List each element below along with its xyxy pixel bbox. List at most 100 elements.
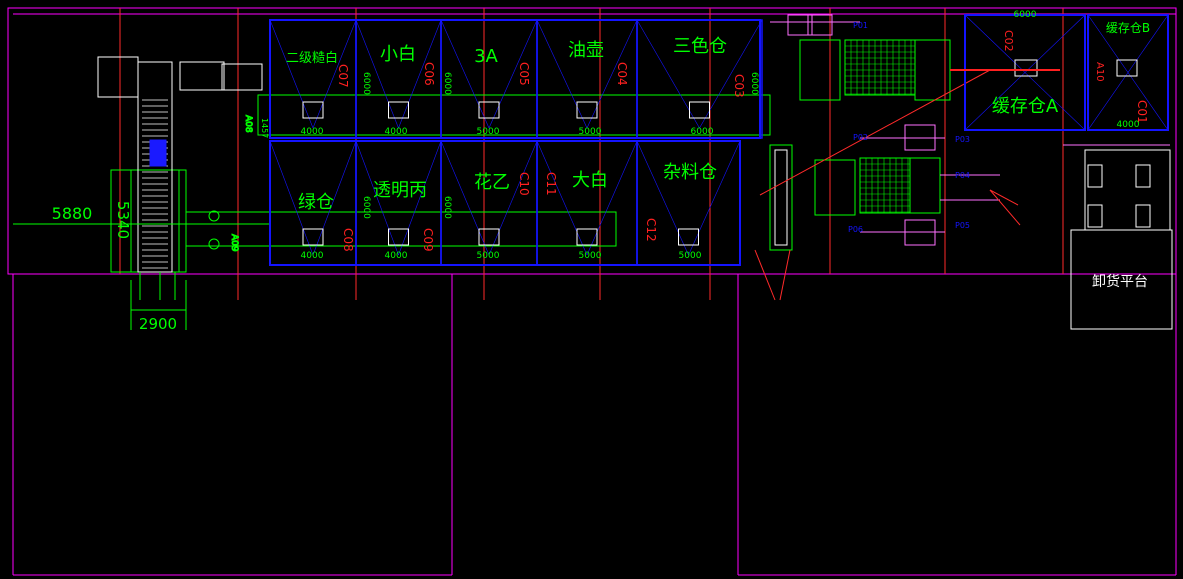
bin-compartment <box>636 140 741 266</box>
bin-outlet <box>478 101 500 119</box>
bin-width-c08: 4000 <box>301 251 324 261</box>
bin-width-c05: 5000 <box>477 127 500 137</box>
elevator-tag-box <box>149 139 167 167</box>
bin-code-c05: C05 <box>517 62 531 86</box>
buffer-b <box>1087 14 1169 131</box>
elevator-gearbox <box>221 63 263 91</box>
bin-name-c09: 透明丙 <box>373 180 427 201</box>
bin-code-c09: C09 <box>421 228 435 252</box>
elevator-body <box>137 61 173 273</box>
equipment-tags: P01 P02 P03 P04 P05 P06 <box>848 21 970 234</box>
bin-slope <box>398 140 442 256</box>
bin-width-c06: 4000 <box>385 127 408 137</box>
elevator-motor <box>179 61 225 91</box>
bin-slope <box>488 140 538 256</box>
conveyor-drive <box>208 238 220 250</box>
machine-top-grid <box>844 39 915 95</box>
transfer-body <box>769 144 793 251</box>
feeder-tag: A08 <box>243 115 253 133</box>
bin-name-c04: 油壶 <box>568 40 604 61</box>
bin-slope <box>269 140 314 256</box>
machine-top <box>770 14 951 101</box>
row-spacing: 1457 <box>260 118 269 138</box>
discharge-diag <box>759 69 991 196</box>
transfer-leg <box>779 249 791 301</box>
bin-slope <box>688 140 741 256</box>
bin-outlet <box>388 228 409 246</box>
buffer-diag <box>964 14 1086 131</box>
dim-hopper-width: 2900 <box>139 315 177 333</box>
bin-name-c05: 3A <box>474 46 498 67</box>
bottom-feed-conveyor <box>185 211 617 247</box>
equipment-tag: P04 <box>955 171 970 180</box>
bin-code-c03: C03 <box>732 74 746 98</box>
buffer-a-outlet <box>1014 59 1038 77</box>
buffer-b-code: C01 <box>1135 100 1149 124</box>
bin-name-c06: 小白 <box>380 44 416 65</box>
machine-bottom <box>759 69 1021 246</box>
bin-width-c07: 4000 <box>301 127 324 137</box>
top-feed-conveyor <box>257 94 771 136</box>
unload-column <box>1135 164 1151 188</box>
buffer-b-tag: A10 <box>1094 62 1105 82</box>
buffer-diag <box>1087 14 1169 131</box>
left-hopper-unit: 2900 5340 <box>97 56 263 333</box>
transfer-inner <box>774 149 788 246</box>
bin-width-c09: 4000 <box>385 251 408 261</box>
bin-slope <box>440 140 490 256</box>
bin-name-c03: 三色仓 <box>673 36 727 57</box>
unload-platform-box <box>1070 229 1173 330</box>
bin-width-c03: 6000 <box>691 127 714 137</box>
bin-labels-bottom: 绿仓 透明丙 花乙 大白 杂料仓 C08 C09 C10 C11 C12 400… <box>298 162 717 261</box>
feed-conveyors: A09 A08 <box>185 94 771 252</box>
buffer-a-code: C02 <box>1002 30 1015 52</box>
machine-frame <box>799 39 841 101</box>
bin-code-c04: C04 <box>615 62 629 86</box>
machine-screen <box>859 157 911 214</box>
unload-column <box>1087 204 1103 228</box>
unload-platform-label: 卸货平台 <box>1092 273 1148 290</box>
bin-slope <box>586 19 638 129</box>
equipment-tag: P03 <box>955 135 970 144</box>
bin-outlet <box>689 101 710 119</box>
bin-outlet <box>678 228 699 246</box>
dim-5880: 5880 <box>13 204 270 225</box>
frame-outer <box>7 7 1177 275</box>
machine-screen <box>844 39 916 96</box>
transfer-conveyor <box>754 144 793 301</box>
buffer-a-name: 缓存仓A <box>992 96 1059 117</box>
bin-slope <box>355 19 399 129</box>
bin-compartment <box>636 19 763 139</box>
bin-depth-c06: 6000 <box>361 72 371 95</box>
unload-area: 卸货平台 <box>1063 144 1173 330</box>
bins-top-row <box>269 19 763 139</box>
elevator-head <box>97 56 139 98</box>
bin-outlet <box>302 228 324 246</box>
buffer-b-name: 缓存仓B <box>1106 21 1150 35</box>
bins-bottom-row <box>269 140 741 266</box>
bin-width-c11: 5000 <box>579 251 602 261</box>
machine-head <box>807 14 833 36</box>
bin-name-c12: 杂料仓 <box>663 162 717 183</box>
bin-outlet <box>302 101 324 119</box>
bin-width-c04: 5000 <box>579 127 602 137</box>
bin-depth-c03: 6000 <box>749 72 759 95</box>
bin-slope <box>398 19 442 129</box>
bin-code-c10: C10 <box>517 172 531 196</box>
bin-code-c08: C08 <box>341 228 355 252</box>
bin-code-c11: C11 <box>544 172 558 196</box>
machine-head <box>787 14 813 36</box>
bin-depth-c09: 6000 <box>361 196 371 219</box>
bin-slope <box>488 19 538 129</box>
building-frame <box>7 7 1177 576</box>
bin-slope <box>636 140 689 256</box>
bin-width-c12: 5000 <box>679 251 702 261</box>
bin-code-c06: C06 <box>422 62 436 86</box>
bin-slope <box>312 140 357 256</box>
equipment-tag: P05 <box>955 221 970 230</box>
dim-hopper-length: 5340 <box>114 201 132 239</box>
bin-slope <box>586 140 638 256</box>
equipment-tag: P02 <box>853 133 868 142</box>
buffer-a <box>964 14 1086 131</box>
bin-slope <box>355 140 399 256</box>
